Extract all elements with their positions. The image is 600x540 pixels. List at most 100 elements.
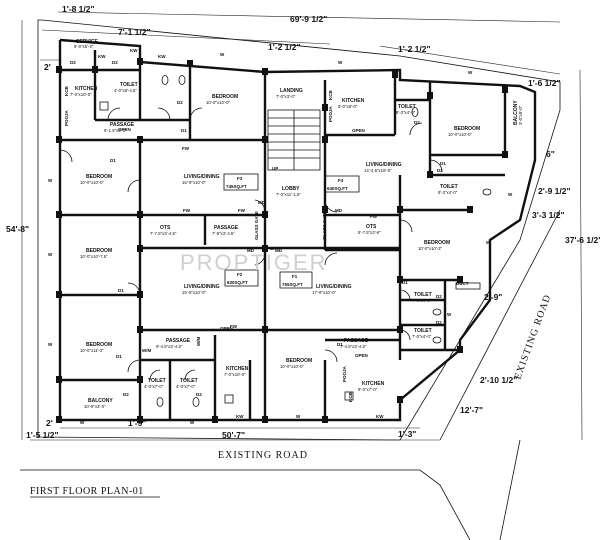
label-d2-4: D2 [414, 120, 420, 125]
room-ots-l-size: 7'-7.5"x3'-4.5" [150, 231, 177, 236]
label-d1-2: D1 [110, 158, 116, 163]
room-bedroom-tl-size: 10'-0"x10'-0" [206, 100, 231, 105]
label-w-11: W [190, 420, 195, 425]
dim-right-a: 6" [546, 149, 555, 159]
room-passage-br-size: 7'-4.5"x3'-4.5" [340, 344, 367, 349]
room-passage-tl-size: 9'-1.5"x3'-0" [104, 128, 127, 133]
room-kitchen-tr: KITCHEN [342, 98, 365, 104]
room-ots-l: OTS [160, 225, 171, 231]
label-pooja-3: POOJA [342, 365, 347, 382]
room-bedroom-l1: BEDROOM [86, 174, 112, 180]
label-d2-9: D2 [196, 392, 202, 397]
label-d1-3: D1 [440, 161, 446, 166]
label-fw-3: FW [370, 214, 378, 219]
label-w-8: W [486, 240, 491, 245]
room-service-size: 5'-0"x5'-3" [74, 44, 94, 49]
room-bedroom-r1: BEDROOM [424, 240, 450, 246]
label-up-2: UP [270, 246, 276, 251]
room-toilet-b2-size: 4'-0"x7'-0" [176, 384, 196, 389]
label-fw-4: FW [182, 146, 190, 151]
room-bedroom-bl: BEDROOM [86, 342, 112, 348]
room-toilet-r1: TOILET [440, 184, 458, 190]
road-right-label: EXISTING ROAD [512, 293, 553, 381]
room-bedroom-tl: BEDROOM [212, 94, 238, 100]
flat-f4-code: F4 [338, 178, 344, 183]
room-passage-bl-size: 9'-4.5"x3'-4.5" [156, 344, 183, 349]
plan-title: FIRST FLOOR PLAN-01 [30, 486, 144, 497]
label-pooja-2: POOJA [328, 105, 333, 122]
room-passage-bl: PASSAGE [166, 338, 191, 344]
room-landing-size: 7'-0"x3'-0" [276, 94, 296, 99]
label-pooja-1: POOJA [64, 109, 69, 126]
door-swings [59, 107, 443, 381]
room-kitchen-tl: KITCHEN [75, 86, 98, 92]
room-kitchen-bc: KITCHEN [226, 366, 249, 372]
dim-right-e: 2'-10 1/2" [480, 375, 517, 385]
room-labels: SERVICE 5'-0"x5'-3" KITCHEN 7'-0"x10'-0"… [70, 39, 523, 409]
flat-f3-code: F3 [237, 176, 243, 181]
room-landing: LANDING [280, 88, 303, 94]
room-toilet-r2: TOILET [414, 292, 432, 298]
room-kitchen-tl-size: 7'-0"x10'-0" [70, 92, 92, 97]
room-balcony-tr: BALCONY [513, 100, 519, 125]
dim-top-b: 1'-2 1/2" [268, 42, 301, 52]
dim-right-f: 12'-7" [460, 405, 483, 415]
label-w-6: W [48, 342, 53, 347]
room-toilet-r3: TOILET [414, 328, 432, 334]
label-d2-6: D2 [436, 294, 442, 299]
label-md-2: MD [335, 208, 343, 213]
room-passage-l-size: 7'-9"x3'-4.5" [212, 231, 235, 236]
dim-top-left: 1'-8 1/2" [62, 4, 95, 14]
label-kw-3: KW [236, 414, 244, 419]
room-toilet-b2: TOILET [180, 378, 198, 384]
boundary-diagonal [439, 209, 561, 441]
dim-top-a: 7'-1 1/2" [118, 27, 151, 37]
label-fw-2: FW [238, 208, 246, 213]
label-open-2: OPEN [352, 128, 365, 133]
room-living-tl: LIVING/DINING [184, 174, 220, 180]
label-w-5: W [48, 252, 53, 257]
label-open-1: OPEN [118, 127, 131, 132]
room-bedroom-l1-size: 10'-0"x10'-0" [80, 180, 105, 185]
label-w-9: W [447, 312, 452, 317]
room-toilet-tr-size: 8'-3"x4'-0" [396, 110, 416, 115]
dim-right-b: 2'-9 1/2" [538, 186, 571, 196]
room-balcony-bl: BALCONY [88, 398, 113, 404]
label-w-10: W [80, 420, 85, 425]
room-passage-br: PASSAGE [344, 338, 369, 344]
label-duct: DUCT [456, 281, 469, 286]
label-open-4: OPEN [355, 353, 368, 358]
room-toilet-b1-size: 4'-0"x7'-0" [144, 384, 164, 389]
site-boundary [37, 19, 561, 441]
room-ots-r: OTS [366, 224, 377, 230]
dim-top-c: 1'-2 1/2" [398, 44, 431, 54]
label-d1-1: D1 [181, 128, 187, 133]
label-w-12: W [296, 414, 301, 419]
label-wm-2: W/M [196, 337, 201, 346]
label-d2-3: D2 [177, 100, 183, 105]
dim-right-overall: 37'-6 1/2" [565, 235, 600, 245]
room-kitchen-tr-size: 9'-0"x8'-0" [338, 104, 358, 109]
room-living-bl-size: 15'-9"x10'-0" [182, 290, 207, 295]
label-md-4: MD [275, 248, 283, 253]
room-balcony-tr-size: 3'-0"x8'-0" [518, 105, 523, 125]
room-bedroom-bc: BEDROOM [286, 358, 312, 364]
room-ots-r-size: 5'-7.5"x3'-6" [358, 230, 381, 235]
room-toilet-tl-size: 4'-0"x8'-4.5" [114, 88, 137, 93]
label-d2-2: D2 [112, 60, 118, 65]
dim-top-overall: 69'-9 1/2" [290, 14, 327, 24]
room-living-br: LIVING/DINING [316, 284, 352, 290]
dim-bottom-overall: 50'-7" [222, 430, 245, 440]
room-bedroom-tr-size: 10'-0"x10'-0" [448, 132, 473, 137]
label-d2-7: D2 [436, 320, 442, 325]
room-living-br-size: 17'-9"x10'-0" [312, 290, 337, 295]
label-d1-6: D1 [116, 354, 122, 359]
label-wm-1: W/M [142, 348, 151, 353]
label-w-3: W [468, 70, 473, 75]
room-toilet-r2-size: 7'-0"x4'-0" [412, 298, 432, 303]
annotation-labels: KW KW W W W W W W W W W W W KW W KW D2 D… [48, 48, 513, 425]
label-glass-gate-2: GLASS GATE [322, 211, 327, 240]
label-w-4: W [48, 178, 53, 183]
room-toilet-tl: TOILET [120, 82, 138, 88]
